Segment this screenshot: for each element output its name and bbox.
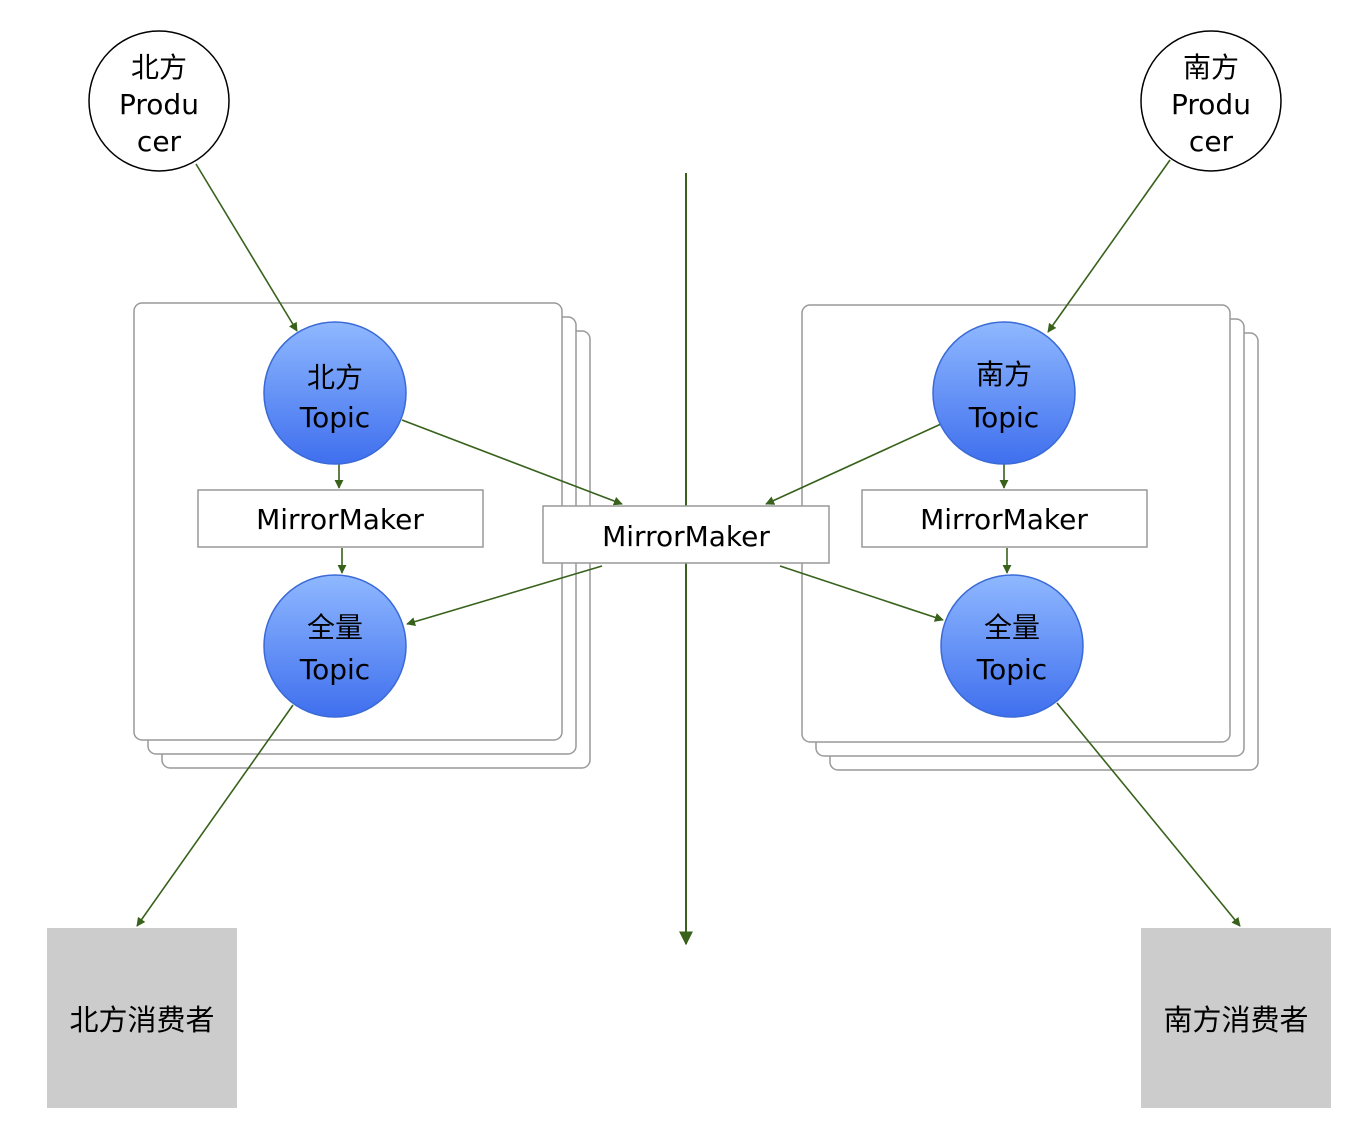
edge-north-topic-to-center-mirrormaker xyxy=(401,419,623,506)
edge-south-producer-to-south-topic xyxy=(1047,159,1171,333)
south-producer-label-3: cer xyxy=(1189,125,1234,158)
north-producer-label-2: Produ xyxy=(119,88,199,121)
north-topic-label-2: Topic xyxy=(299,401,370,434)
south-producer-label-1: 南方 xyxy=(1183,51,1239,84)
north-mirrormaker-node[interactable]: MirrorMaker xyxy=(197,489,484,548)
edge-center-mirrormaker-to-south-full-topic xyxy=(779,565,944,622)
edge-south-topic-to-center-mirrormaker xyxy=(765,423,942,505)
north-consumer-node[interactable]: 北方消费者 xyxy=(47,928,237,1108)
south-topic-circle xyxy=(932,321,1076,465)
south-cluster xyxy=(801,304,1259,771)
north-producer-node[interactable]: 北方 Produ cer xyxy=(88,30,230,172)
south-full-topic-circle xyxy=(940,574,1084,718)
south-full-topic-node[interactable]: 全量 Topic xyxy=(940,574,1084,718)
edge-north-full-topic-to-north-consumer xyxy=(136,704,294,927)
center-mirrormaker-box xyxy=(542,505,830,564)
edge-south-full-topic-to-south-consumer xyxy=(1056,702,1241,927)
north-consumer-box xyxy=(47,928,237,1108)
north-consumer-label: 北方消费者 xyxy=(69,1003,214,1037)
north-full-topic-node[interactable]: 全量 Topic xyxy=(263,574,407,718)
south-mirrormaker-box xyxy=(861,489,1148,548)
north-full-topic-label-1: 全量 xyxy=(307,611,363,644)
south-full-topic-label-1: 全量 xyxy=(984,611,1040,644)
north-full-topic-circle xyxy=(263,574,407,718)
north-mirrormaker-box xyxy=(197,489,484,548)
south-consumer-node[interactable]: 南方消费者 xyxy=(1141,928,1331,1108)
south-full-topic-label-2: Topic xyxy=(976,653,1047,686)
south-consumer-label: 南方消费者 xyxy=(1163,1003,1308,1037)
north-producer-circle xyxy=(88,30,230,172)
south-producer-circle xyxy=(1140,30,1282,172)
center-mirrormaker-node[interactable]: MirrorMaker xyxy=(542,505,830,564)
north-producer-label-1: 北方 xyxy=(131,51,187,84)
south-producer-node[interactable]: 南方 Produ cer xyxy=(1140,30,1282,172)
south-consumer-box xyxy=(1141,928,1331,1108)
south-topic-label-1: 南方 xyxy=(976,358,1032,391)
north-mirrormaker-label: MirrorMaker xyxy=(256,503,424,536)
south-topic-label-2: Topic xyxy=(968,401,1039,434)
north-topic-node[interactable]: 北方 Topic xyxy=(263,321,407,465)
north-topic-circle xyxy=(263,321,407,465)
north-topic-label-1: 北方 xyxy=(307,361,363,394)
edge-north-producer-to-north-topic xyxy=(195,163,298,332)
south-producer-label-2: Produ xyxy=(1171,88,1251,121)
south-topic-node[interactable]: 南方 Topic xyxy=(932,321,1076,465)
edge-center-mirrormaker-to-north-full-topic xyxy=(406,565,603,627)
north-producer-label-3: cer xyxy=(137,125,182,158)
south-mirrormaker-label: MirrorMaker xyxy=(920,503,1088,536)
edges xyxy=(136,159,1241,927)
center-mirrormaker-label: MirrorMaker xyxy=(602,520,770,553)
north-full-topic-label-2: Topic xyxy=(299,653,370,686)
south-mirrormaker-node[interactable]: MirrorMaker xyxy=(861,489,1148,548)
